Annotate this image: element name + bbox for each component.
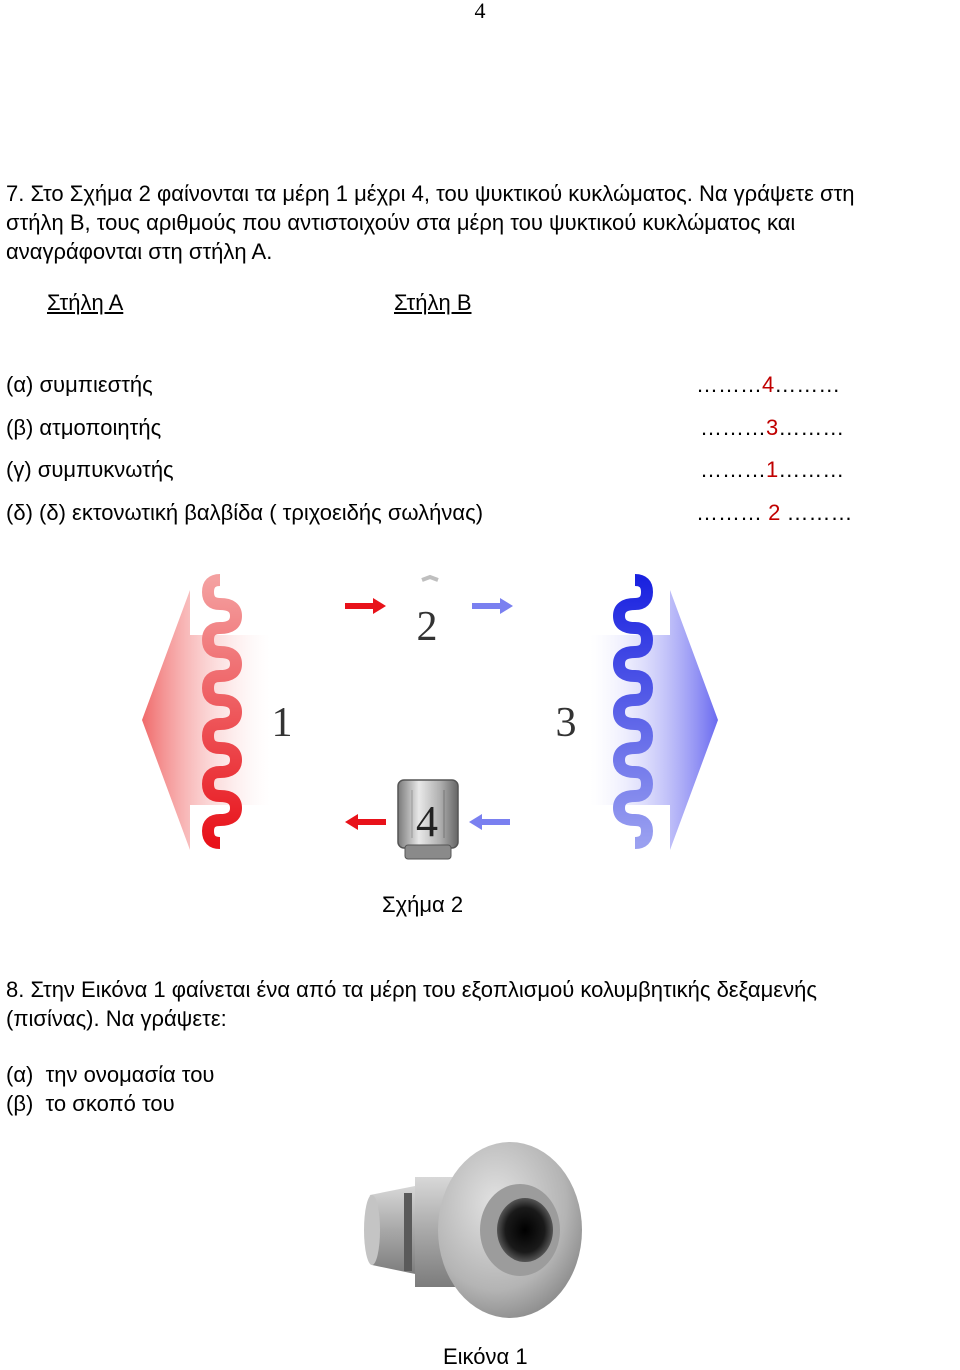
part-label-2: 2: [417, 604, 438, 650]
part-label-4: 4: [416, 797, 438, 846]
row-d-answer: ……… 2 ………: [696, 500, 853, 525]
flow-arrow-bottom-right-icon: [469, 814, 510, 830]
row-c-label: (γ) συμπυκνωτής: [6, 457, 174, 482]
row-c-answer: ………1………: [700, 457, 845, 482]
column-b-header: Στήλη Β: [394, 290, 472, 315]
pool-fitting-image: [364, 1142, 582, 1318]
flow-arrow-bottom-left-icon: [345, 814, 386, 830]
q8-line-2: (πισίνας). Να γράψετε:: [6, 1006, 227, 1031]
figure-2-caption: Σχήμα 2: [382, 892, 464, 917]
evaporator-coil: [612, 574, 654, 849]
heat-in-arrow-icon: [590, 590, 718, 850]
row-a-label: (α) συμπιεστής: [6, 372, 153, 397]
q8-item-a: (α) την ονομασία του: [6, 1062, 215, 1087]
part-label-3: 3: [556, 700, 577, 746]
q8-item-b: (β) το σκοπό του: [6, 1091, 175, 1116]
flow-arrow-top-left-icon: [345, 598, 386, 614]
column-a-header: Στήλη Α: [47, 290, 124, 315]
flow-arrow-top-right-icon: [472, 598, 513, 614]
page-number: 4: [474, 0, 486, 23]
row-b-answer: ………3………: [700, 415, 845, 440]
expansion-valve: [421, 574, 439, 582]
image-1-caption: Εικόνα 1: [443, 1344, 528, 1369]
condenser-coil: [201, 574, 243, 849]
refrigeration-cycle-diagram: 2 1 3 4: [142, 574, 718, 860]
q8-line-1: 8. Στην Εικόνα 1 φαίνεται ένα από τα μέρ…: [6, 977, 817, 1002]
row-b-label: (β) ατμοποιητής: [6, 415, 162, 440]
compressor-icon: [397, 779, 459, 860]
row-d-label: (δ) (δ) εκτονωτική βαλβίδα ( τριχοειδής …: [6, 500, 484, 525]
q7-line-2: στήλη Β, τους αριθμούς που αντιστοιχούν …: [6, 210, 796, 235]
q7-line-3: αναγράφονται στη στήλη Α.: [6, 239, 273, 264]
row-a-answer: ………4………: [696, 372, 841, 397]
part-label-1: 1: [272, 700, 293, 746]
q7-line-1: 7. Στο Σχήμα 2 φαίνονται τα μέρη 1 μέχρι…: [6, 181, 855, 206]
